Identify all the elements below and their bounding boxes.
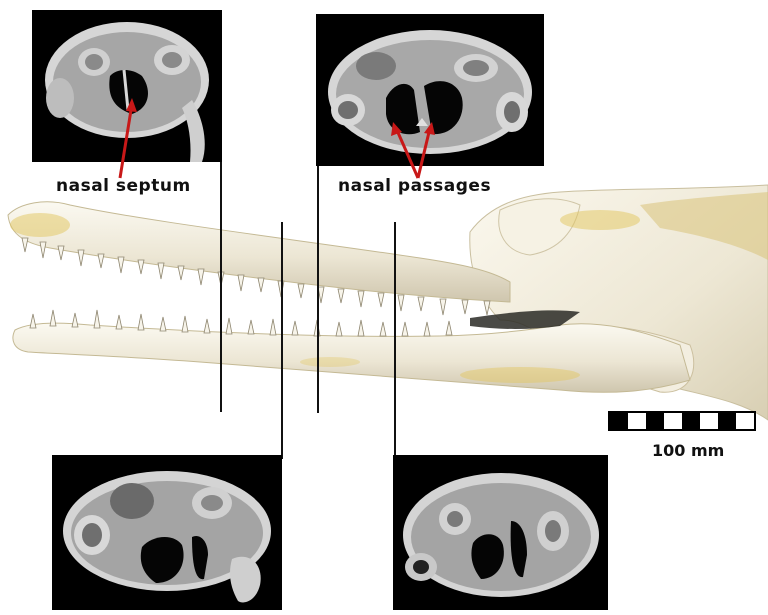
connector-line-3 (281, 222, 283, 459)
upper-teeth (21, 237, 491, 316)
septum-arrow (118, 98, 137, 179)
connector-line-2 (317, 165, 319, 413)
scale-bar (608, 411, 756, 431)
ct-section-bottom-right (393, 455, 608, 610)
ct-slice-image (328, 30, 532, 154)
mouth-gap (470, 310, 580, 329)
ct-slice-image (63, 471, 271, 603)
nasal-passages-label: nasal passages (338, 176, 492, 196)
skull-eye-ridge (498, 198, 581, 256)
skull-texture (640, 192, 768, 260)
ct-slice-image (45, 22, 209, 162)
ct-section-top-right (316, 14, 544, 166)
ct-slice-image (403, 473, 599, 597)
scale-bar-label: 100 mm (652, 441, 725, 460)
upper-snout (7, 201, 511, 303)
connector-line-1 (220, 160, 222, 412)
connector-line-4 (394, 222, 396, 459)
nasal-septum-label: nasal septum (56, 176, 191, 196)
ct-section-bottom-left (52, 455, 282, 610)
lower-teeth (29, 309, 453, 337)
passages-arrows (391, 122, 435, 179)
lower-jaw (12, 322, 691, 393)
